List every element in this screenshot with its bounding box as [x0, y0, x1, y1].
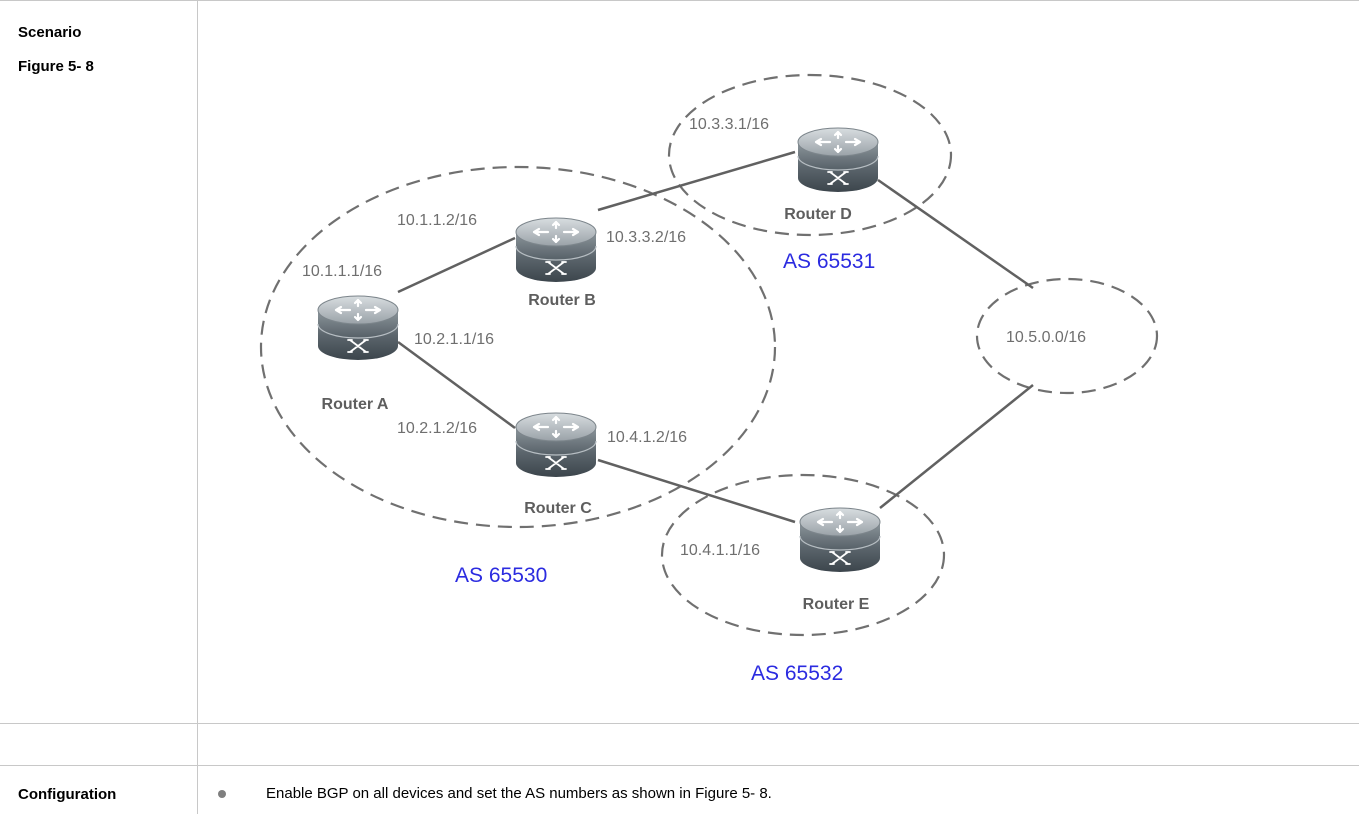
as65530-boundary: [259, 165, 777, 529]
ip-label-b-d: 10.3.3.2/16: [606, 229, 686, 246]
router-a-label: Router A: [322, 396, 389, 413]
as-label-65531: AS 65531: [783, 250, 875, 273]
router-b-icon: [514, 216, 598, 284]
row-divider-2: [0, 765, 1359, 766]
router-c-icon: [514, 411, 598, 479]
link-b-d: [597, 150, 796, 212]
link-a-b: [397, 236, 516, 294]
network-topology-diagram: Router A Router B Router C Router D Rout…: [259, 73, 1159, 685]
router-e-icon: [798, 506, 882, 574]
row-divider-1: [0, 723, 1359, 724]
router-d-icon: [796, 126, 880, 194]
link-e-network: [879, 384, 1034, 509]
router-d-label: Router D: [784, 206, 852, 223]
configuration-label: Configuration: [18, 786, 117, 803]
ip-label-d-b: 10.3.3.1/16: [689, 116, 769, 133]
configuration-text: Enable BGP on all devices and set the AS…: [266, 785, 772, 802]
scenario-label: Scenario: [18, 24, 82, 41]
as65532-boundary: [660, 473, 946, 637]
table-top-border: [0, 0, 1359, 1]
as-label-65530: AS 65530: [455, 564, 547, 587]
link-a-c: [397, 340, 516, 430]
router-a-icon: [316, 294, 400, 362]
network-10-5-boundary: [975, 277, 1159, 395]
as65531-boundary: [667, 73, 953, 237]
ip-label-a-b: 10.1.1.1/16: [302, 263, 382, 280]
as-label-65532: AS 65532: [751, 662, 843, 685]
ip-label-c-a: 10.2.1.2/16: [397, 420, 477, 437]
figure-label: Figure 5- 8: [18, 58, 94, 75]
ip-label-b-a: 10.1.1.2/16: [397, 212, 477, 229]
ip-label-c-e: 10.4.1.2/16: [607, 429, 687, 446]
ip-label-network: 10.5.0.0/16: [1006, 329, 1086, 346]
ip-label-e-c: 10.4.1.1/16: [680, 542, 760, 559]
router-b-label: Router B: [528, 292, 596, 309]
ip-label-a-c: 10.2.1.1/16: [414, 331, 494, 348]
link-c-e: [597, 458, 796, 524]
bullet-icon: [218, 790, 226, 798]
router-e-label: Router E: [803, 596, 870, 613]
link-d-network: [877, 178, 1034, 290]
router-c-label: Router C: [524, 500, 592, 517]
column-divider: [197, 0, 198, 814]
